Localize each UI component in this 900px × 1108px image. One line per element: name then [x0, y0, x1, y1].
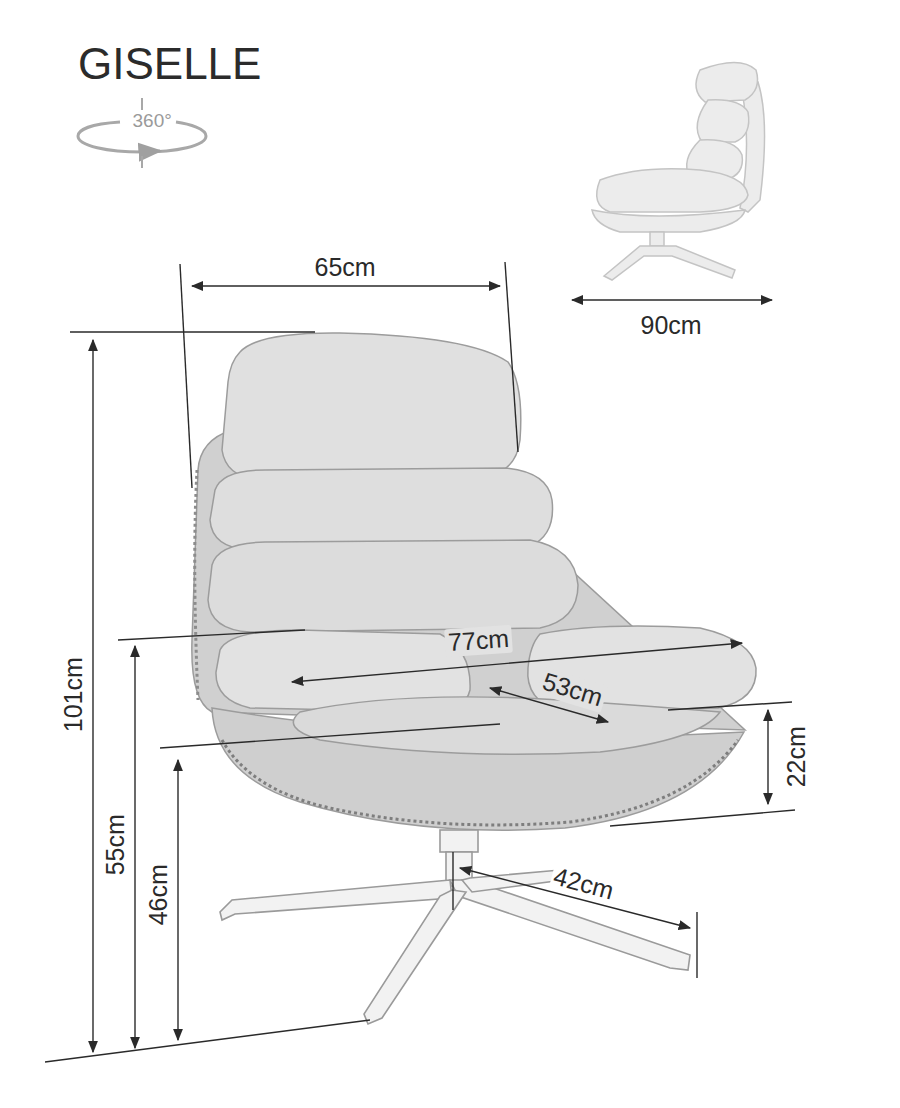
dimension-label: 22cm — [782, 726, 810, 787]
dimension-label: 55cm — [101, 814, 129, 875]
dimension-label: 101cm — [59, 657, 87, 732]
dimension-label: 42cm — [548, 862, 618, 905]
star-base — [220, 830, 690, 1024]
dimension-label: 90cm — [641, 312, 702, 340]
chair-body — [192, 333, 756, 830]
dimension-label: 77cm — [444, 625, 513, 657]
product-title: GISELLE — [78, 40, 261, 88]
dimension-lines — [45, 262, 795, 1062]
side-view-chair — [592, 63, 765, 281]
dimension-label: 46cm — [144, 864, 172, 925]
rotation-icon — [78, 98, 206, 168]
dimension-label: 65cm — [315, 254, 376, 282]
rotation-label: 360° — [133, 111, 172, 132]
